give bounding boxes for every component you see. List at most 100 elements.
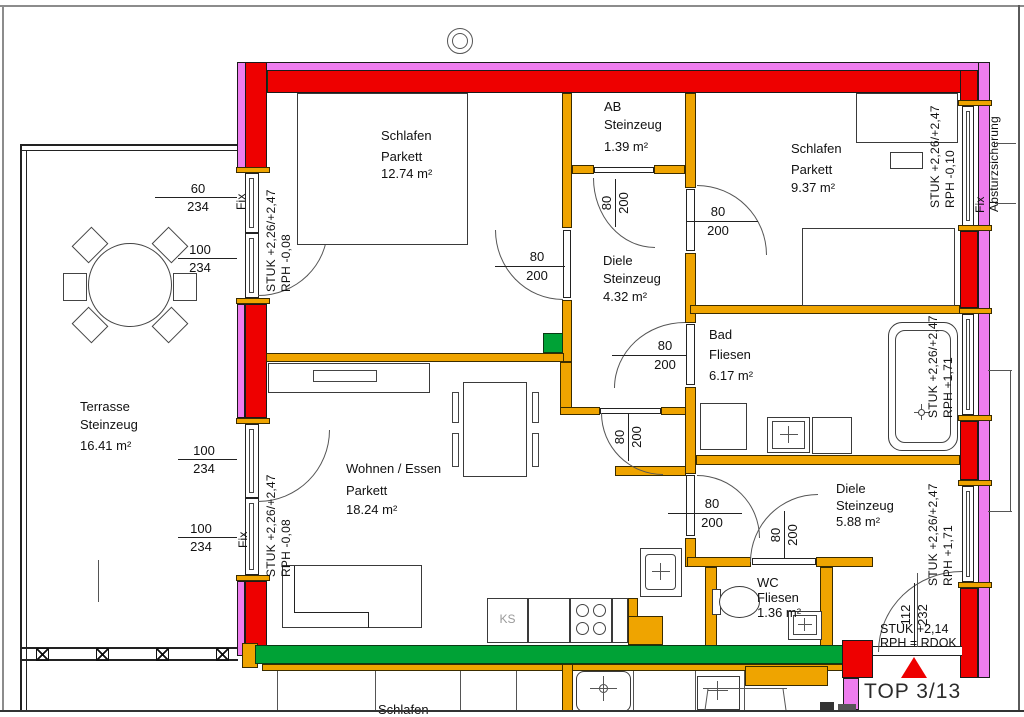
terrace-joint-line <box>98 560 99 602</box>
neighbor-wall-line <box>375 671 376 712</box>
annot-fix-left-bottom: Fix <box>236 531 250 548</box>
room-area-diele1: 4.32 m² <box>603 289 648 304</box>
wall-right-exterior <box>960 588 978 678</box>
room-label-diele1: Diele <box>603 253 633 268</box>
neighbor-wall <box>562 664 573 712</box>
stove-burner <box>593 622 606 635</box>
apartment-number: TOP 3/13 <box>864 680 962 703</box>
dim-window-100c-num: 100 <box>190 521 212 536</box>
dim-line <box>612 355 686 356</box>
neighbor-wall-line <box>460 671 461 712</box>
sink-cross <box>652 571 670 572</box>
wall-left-exterior <box>245 304 267 418</box>
sofa-line <box>294 566 295 613</box>
entrance-wall-block <box>842 640 873 678</box>
room-label-wohnen: Wohnen / Essen <box>346 461 442 476</box>
wall-top-exterior <box>245 70 978 93</box>
dim-door-diele2-den: 200 <box>701 515 723 530</box>
room-finish-terrasse: Steinzeug <box>80 417 138 432</box>
window-glass-line <box>966 491 970 577</box>
frame-bottom <box>0 710 1024 712</box>
extension-line <box>1010 370 1011 511</box>
door-leaf-bad <box>686 324 695 385</box>
door-leaf-ab <box>594 167 654 173</box>
sink-cross <box>804 618 805 631</box>
annot-fix-left-top: Fix <box>234 193 248 210</box>
neighbor-hardware <box>820 702 834 710</box>
door-leaf-schlafen1 <box>563 230 571 298</box>
neighbor-wall-line <box>277 671 278 712</box>
wall-left-exterior <box>245 62 267 168</box>
tub-drain <box>918 409 925 416</box>
party-wall-south <box>255 645 845 664</box>
room-label-wc: WC <box>757 575 779 590</box>
bed <box>297 93 468 245</box>
wall-center-vertical <box>685 253 696 323</box>
wall-right-exterior <box>960 421 978 480</box>
railing-post <box>216 648 229 661</box>
wall-right-exterior <box>960 70 978 101</box>
terrace-railing-top <box>20 647 238 649</box>
kitchen-fridge <box>487 598 528 643</box>
room-label-bad: Bad <box>709 327 733 342</box>
frame-left <box>2 5 4 711</box>
terrace-edge-top-inner <box>20 150 238 151</box>
door-leaf-schlafen2 <box>686 189 695 251</box>
dining-chair <box>452 392 459 423</box>
wall-center-vertical <box>685 93 696 188</box>
wall-left-insulation <box>237 304 245 418</box>
room-label-terrasse: Terrasse <box>80 399 130 414</box>
dim-door-bad-den: 200 <box>654 357 676 372</box>
bath-cabinet <box>812 417 852 454</box>
bathtub-inner <box>895 330 951 443</box>
room-finish-bad: Fliesen <box>709 347 751 362</box>
neighbor-wall-line <box>744 671 745 712</box>
dim-window-100b-num: 100 <box>193 443 215 458</box>
entrance-rph: RPH = RDOK <box>880 636 957 650</box>
stove-burner <box>576 604 589 617</box>
dim-door-schlafen1-num: 80 <box>529 249 545 264</box>
wall-wc-north <box>816 557 873 567</box>
room-finish-schlafen1: Parkett <box>381 149 423 164</box>
sofa-line <box>368 612 369 628</box>
door-swing-schlafen2 <box>697 185 767 255</box>
window-sill <box>236 418 270 424</box>
wall-wc-north <box>687 557 751 567</box>
dim-door-wc: 80 200 <box>768 511 802 559</box>
window-sill <box>958 100 992 106</box>
door-swing-schlafen1 <box>495 230 563 300</box>
window-sill <box>958 415 992 421</box>
room-finish-diele1: Steinzeug <box>603 271 661 286</box>
neighbor-wall-line <box>516 671 517 712</box>
roof-drain-symbol <box>447 28 473 54</box>
kitchen-cabinet <box>528 598 570 643</box>
dim-window-60-den: 234 <box>187 199 209 214</box>
dim-leader <box>178 258 237 259</box>
room-finish-diele2: Steinzeug <box>836 498 894 513</box>
sofa-line <box>294 612 369 613</box>
wc-sink-basin <box>793 615 817 635</box>
neighbor-furniture-line <box>703 688 787 689</box>
extension-line <box>995 203 1016 204</box>
dim-line <box>686 221 758 222</box>
dim-leader <box>178 459 237 460</box>
room-area-terrasse: 16.41 m² <box>80 438 132 453</box>
dim-window-60-num: 60 <box>190 181 206 196</box>
wall-schlafen1-south <box>266 353 564 362</box>
room-label-ab: AB <box>604 99 622 114</box>
window-glass-line <box>966 111 970 221</box>
sideboard-inner <box>313 370 377 382</box>
room-finish-wohnen: Parkett <box>346 483 388 498</box>
annot-window-left-schlafen: STUK +2,26/+2,47 RPH -0,08 <box>264 189 293 292</box>
room-area-wohnen: 18.24 m² <box>346 502 398 517</box>
terrace-edge-left-outer <box>20 144 22 710</box>
dim-window-100b-den: 234 <box>193 461 215 476</box>
terrace-chair <box>63 273 87 301</box>
terrace-edge-top-outer <box>20 144 238 146</box>
wall-schlafen2-south <box>690 305 960 314</box>
wall-diele-south <box>560 407 600 415</box>
nightstand <box>890 152 923 169</box>
wall-kitchen-block <box>628 616 663 645</box>
extension-line <box>995 143 1016 144</box>
